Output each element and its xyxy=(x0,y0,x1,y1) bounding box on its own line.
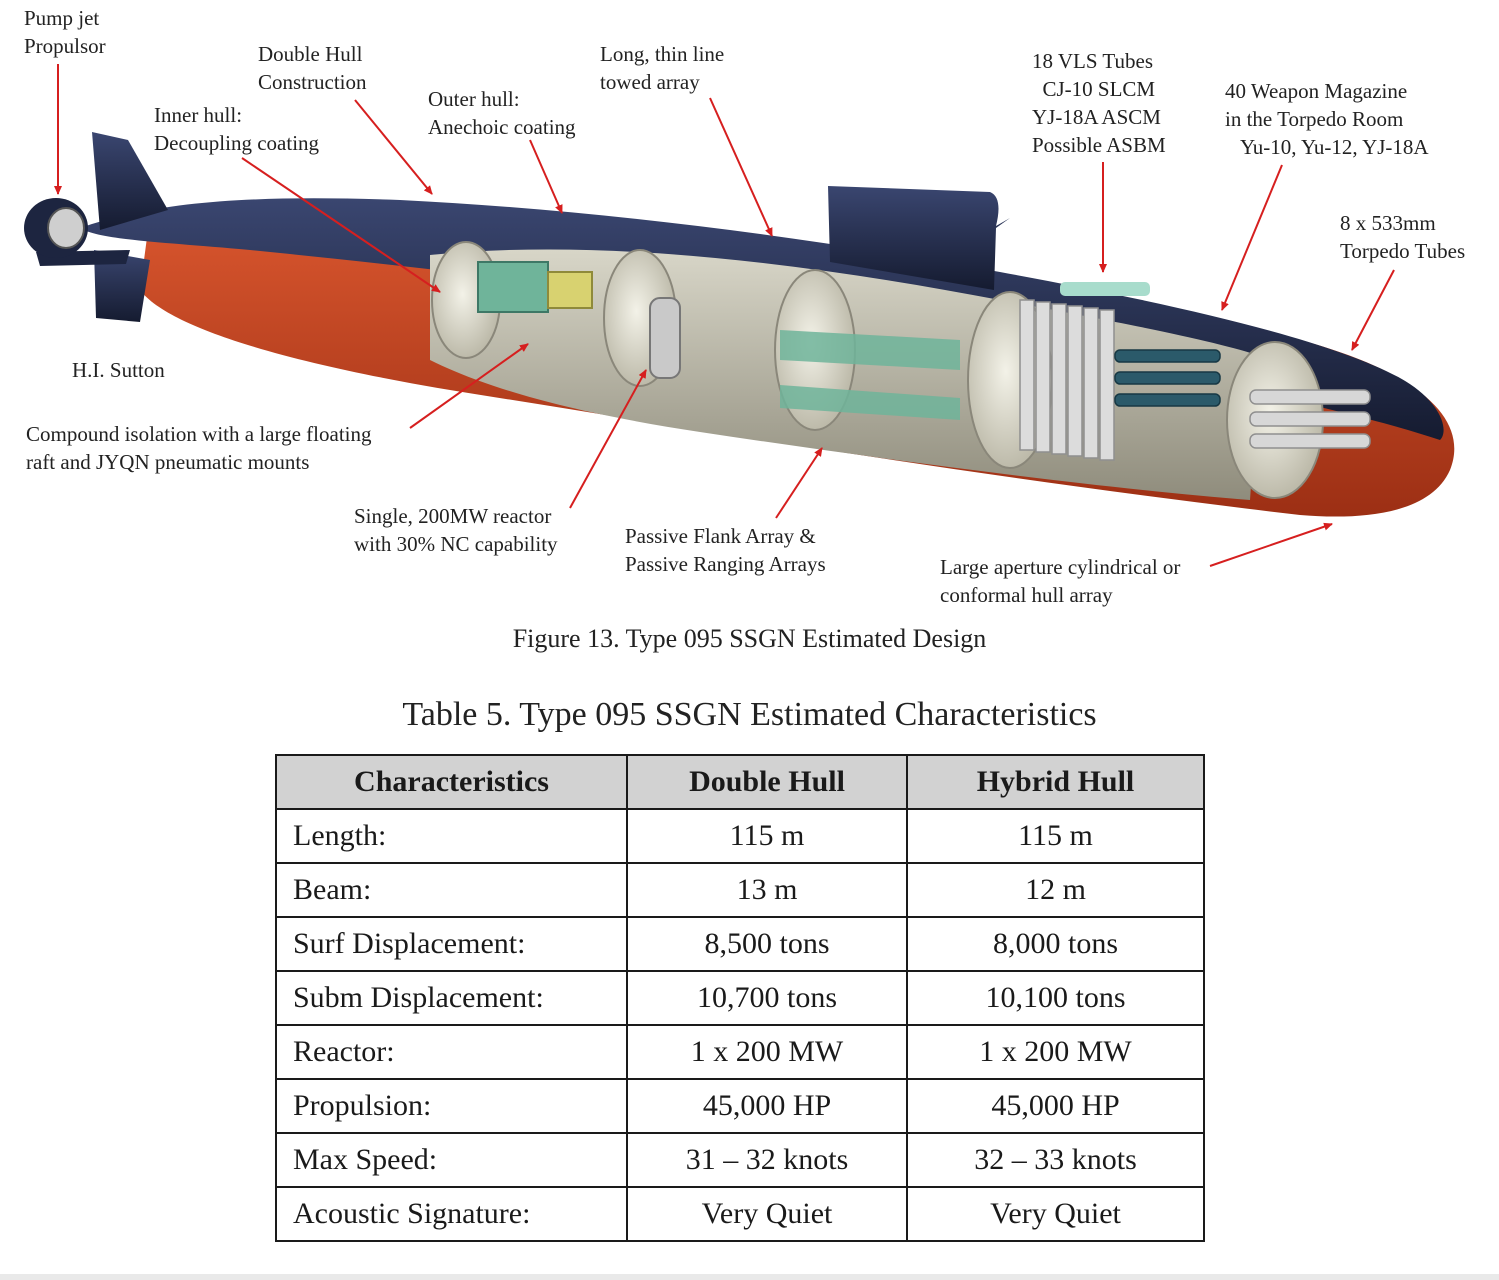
reactor-vessel xyxy=(649,297,681,379)
hybrid-hull-value: Very Quiet xyxy=(906,1186,1205,1242)
double-hull-value: 8,500 tons xyxy=(626,916,908,972)
control-deck xyxy=(780,385,960,420)
row-label: Length: xyxy=(275,808,628,864)
double-hull-value: 45,000 HP xyxy=(626,1078,908,1134)
header-double-hull: Double Hull xyxy=(626,754,908,810)
label-isolation: Compound isolation with a large floating… xyxy=(26,422,372,474)
row-label: Surf Displacement: xyxy=(275,916,628,972)
row-label: Acoustic Signature: xyxy=(275,1186,628,1242)
label-flank-array: Passive Flank Array & Passive Ranging Ar… xyxy=(625,524,826,576)
hybrid-hull-value: 12 m xyxy=(906,862,1205,918)
table-row: Propulsion: 45,000 HP 45,000 HP xyxy=(275,1078,1205,1134)
table-row: Surf Displacement: 8,500 tons 8,000 tons xyxy=(275,916,1205,972)
hybrid-hull-value: 8,000 tons xyxy=(906,916,1205,972)
double-hull-value: Very Quiet xyxy=(626,1186,908,1242)
pump-jet-intake xyxy=(47,207,85,249)
hull-dark-upper xyxy=(80,198,1444,440)
hybrid-hull-value: 115 m xyxy=(906,808,1205,864)
label-torpedo-tubes: 8 x 533mm Torpedo Tubes xyxy=(1340,211,1466,263)
table-row: Max Speed: 31 – 32 knots 32 – 33 knots xyxy=(275,1132,1205,1188)
hybrid-hull-value: 1 x 200 MW xyxy=(906,1024,1205,1080)
table-header-row: Characteristics Double Hull Hybrid Hull xyxy=(275,754,1205,810)
row-label: Reactor: xyxy=(275,1024,628,1080)
hybrid-hull-value: 45,000 HP xyxy=(906,1078,1205,1134)
label-reactor: Single, 200MW reactor with 30% NC capabi… xyxy=(354,504,558,556)
header-hybrid-hull: Hybrid Hull xyxy=(906,754,1205,810)
label-hull-array: Large aperture cylindrical or conformal … xyxy=(940,555,1181,607)
generator-machinery xyxy=(547,271,593,309)
submarine-diagram: Pump jet Propulsor Double Hull Construct… xyxy=(0,0,1499,620)
page-bottom-edge xyxy=(0,1274,1499,1280)
turbine-machinery xyxy=(477,261,549,313)
sail xyxy=(828,186,1010,290)
row-label: Subm Displacement: xyxy=(275,970,628,1026)
row-label: Propulsion: xyxy=(275,1078,628,1134)
label-vls: 18 VLS Tubes CJ-10 SLCM YJ-18A ASCM Poss… xyxy=(1032,49,1166,157)
double-hull-value: 115 m xyxy=(626,808,908,864)
row-label: Max Speed: xyxy=(275,1132,628,1188)
table-row: Length: 115 m 115 m xyxy=(275,808,1205,864)
label-inner-hull: Inner hull: Decoupling coating xyxy=(154,103,320,155)
hybrid-hull-value: 10,100 tons xyxy=(906,970,1205,1026)
vls-tubes xyxy=(1019,299,1115,461)
label-magazine: 40 Weapon Magazine in the Torpedo Room Y… xyxy=(1225,79,1429,159)
torpedo-tubes xyxy=(1249,389,1371,449)
hybrid-hull-value: 32 – 33 knots xyxy=(906,1132,1205,1188)
double-hull-value: 13 m xyxy=(626,862,908,918)
double-hull-value: 10,700 tons xyxy=(626,970,908,1026)
torpedo-racks xyxy=(1114,349,1221,407)
double-hull-value: 31 – 32 knots xyxy=(626,1132,908,1188)
header-characteristics: Characteristics xyxy=(275,754,628,810)
table-title: Table 5. Type 095 SSGN Estimated Charact… xyxy=(402,696,1097,733)
row-label: Beam: xyxy=(275,862,628,918)
label-towed-array: Long, thin line towed array xyxy=(600,42,725,94)
table-row: Reactor: 1 x 200 MW 1 x 200 MW xyxy=(275,1024,1205,1080)
callout-arrows xyxy=(54,64,1395,567)
label-pump-jet: Pump jet Propulsor xyxy=(24,6,106,58)
submarine-cutaway-illustration xyxy=(24,64,1455,567)
upper-rudder xyxy=(92,132,168,230)
label-credit: H.I. Sutton xyxy=(72,358,165,382)
table-row: Acoustic Signature: Very Quiet Very Quie… xyxy=(275,1186,1205,1242)
double-hull-value: 1 x 200 MW xyxy=(626,1024,908,1080)
label-outer-hull: Outer hull: Anechoic coating xyxy=(428,87,576,139)
table-row: Beam: 13 m 12 m xyxy=(275,862,1205,918)
control-deck xyxy=(780,330,960,370)
table-row: Subm Displacement: 10,700 tons 10,100 to… xyxy=(275,970,1205,1026)
label-double-hull: Double Hull Construction xyxy=(258,42,367,94)
figure-caption: Figure 13. Type 095 SSGN Estimated Desig… xyxy=(512,624,987,653)
lower-rudder xyxy=(94,250,150,322)
vls-hatches xyxy=(1060,282,1150,296)
characteristics-table: Characteristics Double Hull Hybrid Hull … xyxy=(275,754,1205,1242)
